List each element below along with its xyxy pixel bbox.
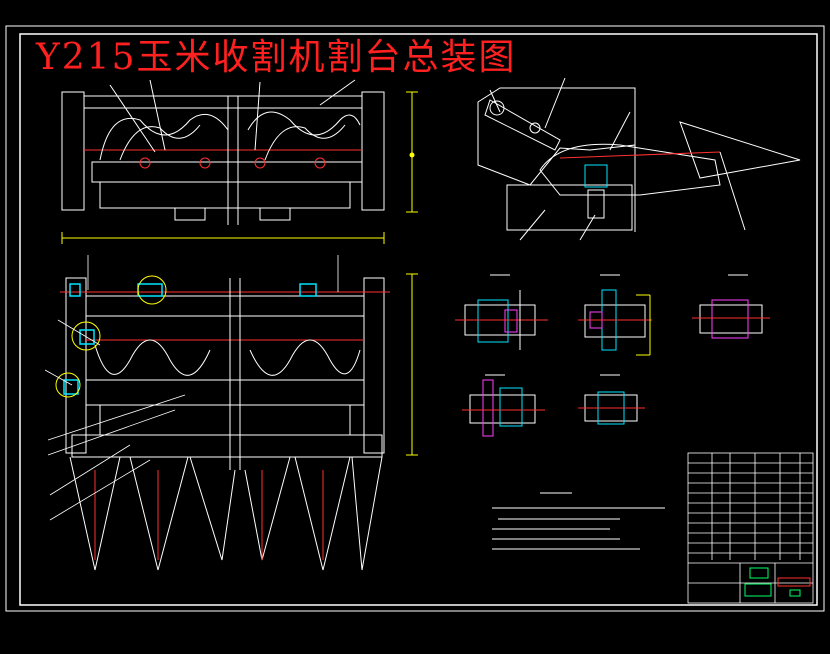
outer-border: [5, 25, 825, 612]
section-details: [455, 274, 770, 437]
plan-view-parts: [63, 283, 317, 395]
side-view: [477, 77, 801, 241]
plan-view: [60, 277, 390, 571]
inner-border: [19, 33, 818, 606]
title-block-accents: [744, 567, 811, 597]
front-view: [61, 79, 385, 225]
drawing-title: Y215玉米收割机割台总装图: [36, 37, 517, 78]
parts-list-table: [687, 452, 814, 604]
plan-view-callouts: [55, 273, 418, 456]
plan-view-leaders: [44, 255, 339, 521]
technical-notes: [492, 492, 665, 550]
front-view-dimensions: [61, 91, 418, 244]
